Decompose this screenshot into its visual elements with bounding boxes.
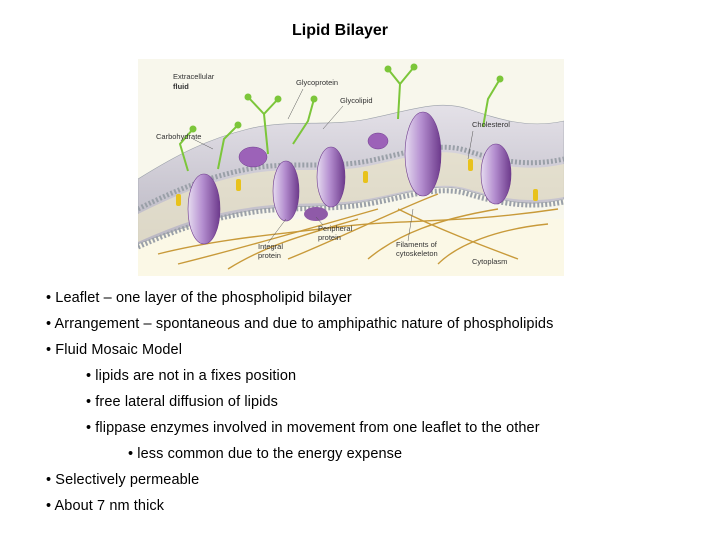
protein-5 <box>480 143 512 205</box>
label-integral-1: Integral <box>258 242 283 251</box>
membrane-illustration: Extracellular fluid Glycoprotein Glycoli… <box>138 63 564 276</box>
label-glycolipid: Glycolipid <box>340 96 373 105</box>
bullet-fluid-mosaic: • Fluid Mosaic Model <box>46 342 183 358</box>
label-filaments-2: cytoskeleton <box>396 249 438 258</box>
cytoskeleton-filaments <box>157 193 559 270</box>
membrane-diagram: Extracellular fluid Glycoprotein Glycoli… <box>138 59 564 276</box>
label-glycoprotein: Glycoprotein <box>296 78 338 87</box>
bullet-energy-expense: • less common due to the energy expense <box>128 446 403 462</box>
protein-2 <box>272 160 300 222</box>
cholesterol-molecules <box>176 159 538 206</box>
bullet-permeable: • Selectively permeable <box>46 472 200 488</box>
protein-1 <box>187 173 221 245</box>
label-cholesterol: Cholesterol <box>472 120 510 129</box>
bullet-lateral-diffusion: • free lateral diffusion of lipids <box>86 394 278 410</box>
protein-4 <box>404 111 442 197</box>
integral-proteins <box>187 111 512 245</box>
label-peripheral-2: protein <box>318 233 341 242</box>
label-fluid: fluid <box>173 82 189 91</box>
protein-6 <box>238 146 268 168</box>
label-integral-2: protein <box>258 251 281 260</box>
bullet-leaflet: • Leaflet – one layer of the phospholipi… <box>46 290 352 306</box>
bullet-flippase: • flippase enzymes involved in movement … <box>86 420 540 436</box>
bullet-thickness: • About 7 nm thick <box>46 498 165 514</box>
carbohydrate-chains <box>178 63 504 172</box>
label-peripheral-1: Peripheral <box>318 224 353 233</box>
bullet-lipids-position: • lipids are not in a fixes position <box>86 368 297 384</box>
label-carbohydrate: Carbohydrate <box>156 132 201 141</box>
label-leader-lines <box>192 88 474 244</box>
peripheral-protein <box>304 207 328 221</box>
lipid-tails <box>138 152 564 242</box>
protein-3 <box>316 146 346 208</box>
label-cytoplasm: Cytoplasm <box>472 257 507 266</box>
label-extracellular: Extracellular <box>173 72 215 81</box>
bullet-arrangement: • Arrangement – spontaneous and due to a… <box>46 316 554 332</box>
slide-title: Lipid Bilayer <box>291 22 389 39</box>
bullet-list: • Leaflet – one layer of the phospholipi… <box>46 285 706 519</box>
protein-7 <box>367 132 389 150</box>
label-filaments-1: Filaments of <box>396 240 438 249</box>
